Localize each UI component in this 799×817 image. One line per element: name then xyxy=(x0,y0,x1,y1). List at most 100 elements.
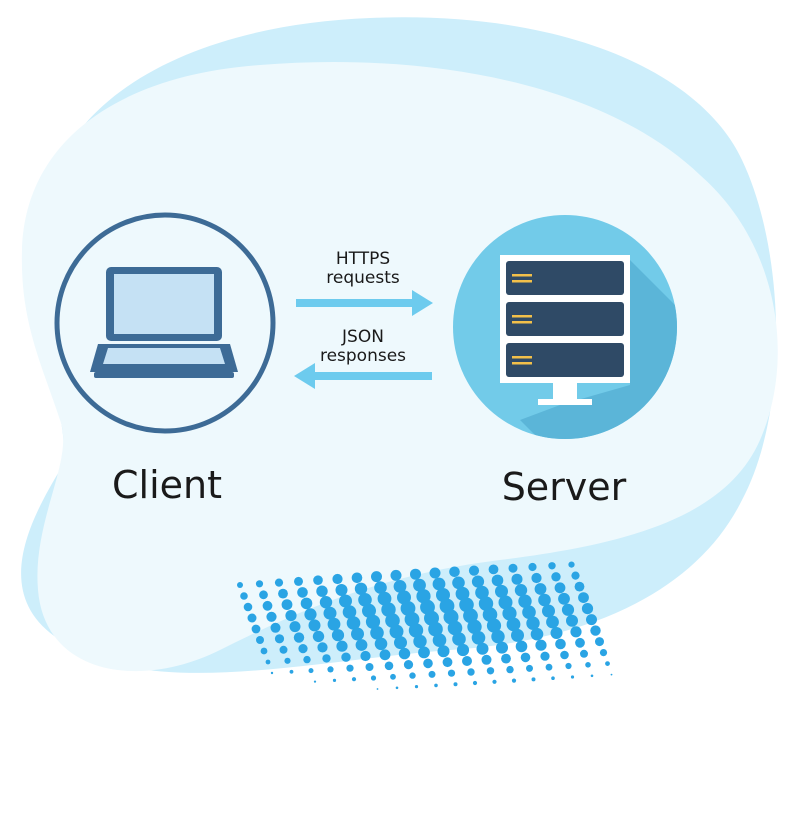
halftone-dot xyxy=(492,679,497,684)
halftone-dot xyxy=(452,632,466,646)
halftone-dot xyxy=(393,580,407,593)
halftone-dot xyxy=(308,619,321,632)
halftone-dot xyxy=(498,595,513,610)
halftone-dot xyxy=(370,626,384,640)
halftone-dot xyxy=(511,678,517,683)
halftone-dot xyxy=(447,620,463,636)
halftone-dot xyxy=(530,627,544,641)
halftone-dot xyxy=(313,680,317,683)
halftone-dot xyxy=(262,600,273,611)
halftone-dot xyxy=(413,578,426,592)
halftone-dot xyxy=(501,653,511,664)
halftone-dot xyxy=(289,621,301,633)
halftone-dot xyxy=(437,645,450,658)
halftone-dot xyxy=(555,638,566,650)
halftone-dot xyxy=(371,571,382,583)
halftone-dot xyxy=(586,614,597,626)
halftone-dot xyxy=(546,615,559,629)
response-label-line2: responses xyxy=(320,346,406,366)
halftone-dot xyxy=(339,594,352,608)
halftone-dot xyxy=(255,580,264,588)
halftone-dot xyxy=(332,678,337,683)
client-label: Client xyxy=(112,463,222,507)
halftone-dot xyxy=(355,639,368,651)
halftone-dot xyxy=(496,641,508,654)
halftone-dot xyxy=(432,577,446,591)
halftone-dot xyxy=(436,588,450,602)
halftone-dot xyxy=(354,582,368,595)
halftone-dot xyxy=(390,673,396,680)
halftone-dot xyxy=(560,650,569,660)
halftone-dot xyxy=(502,606,517,621)
halftone-dot xyxy=(294,576,303,586)
halftone-dot xyxy=(240,592,248,600)
halftone-dot xyxy=(488,564,499,575)
background-blob xyxy=(21,17,778,673)
halftone-dot xyxy=(506,617,521,632)
halftone-dot xyxy=(551,676,555,680)
halftone-dot xyxy=(376,688,379,690)
halftone-dot xyxy=(278,588,288,599)
request-label-line1: HTTPS xyxy=(336,249,390,269)
halftone-dot xyxy=(506,665,514,674)
halftone-dot xyxy=(322,654,331,663)
halftone-dot xyxy=(566,614,578,627)
halftone-dot xyxy=(545,663,553,671)
halftone-dot xyxy=(447,669,456,677)
halftone-dot xyxy=(511,573,523,585)
halftone-dot xyxy=(491,574,504,587)
halftone-dot xyxy=(581,603,594,615)
halftone-dot xyxy=(428,621,443,637)
halftone-dot xyxy=(395,686,399,690)
halftone-dot xyxy=(308,668,314,674)
halftone-dot xyxy=(336,640,348,652)
halftone-dot xyxy=(531,677,536,682)
halftone-dot xyxy=(475,585,489,600)
halftone-dot xyxy=(304,608,317,621)
halftone-dot xyxy=(346,616,361,630)
halftone-dot xyxy=(416,589,431,604)
halftone-dot xyxy=(237,582,243,588)
halftone-dot xyxy=(389,624,404,639)
halftone-dot xyxy=(298,644,308,654)
halftone-dot xyxy=(360,650,371,662)
halftone-dot xyxy=(558,592,570,605)
halftone-dot xyxy=(274,634,285,644)
halftone-dot xyxy=(452,576,465,590)
halftone-dot xyxy=(486,618,502,633)
halftone-dot xyxy=(554,582,566,594)
halftone-dot xyxy=(403,660,414,670)
halftone-dot xyxy=(518,594,532,608)
halftone-dot xyxy=(323,606,337,620)
halftone-dot xyxy=(561,603,575,616)
halftone-dot xyxy=(429,567,441,579)
halftone-dot xyxy=(442,657,453,668)
halftone-dot xyxy=(571,571,580,580)
halftone-dot xyxy=(281,599,293,610)
halftone-dot xyxy=(528,562,537,572)
halftone-dot xyxy=(284,657,291,664)
halftone-dot xyxy=(303,655,311,664)
halftone-dot xyxy=(434,683,438,688)
halftone-dot xyxy=(476,642,489,655)
halftone-dot xyxy=(449,566,460,578)
halftone-dot xyxy=(346,664,354,672)
halftone-dot xyxy=(570,675,575,679)
halftone-dot xyxy=(398,647,411,660)
halftone-dot xyxy=(279,645,288,654)
halftone-dot xyxy=(312,630,325,643)
halftone-dot xyxy=(377,591,392,606)
halftone-dot xyxy=(390,569,402,581)
halftone-dot xyxy=(374,581,387,594)
halftone-dot xyxy=(260,647,268,655)
halftone-dot xyxy=(256,636,264,644)
halftone-dot xyxy=(535,639,547,651)
halftone-dot xyxy=(331,629,345,642)
halftone-dot xyxy=(453,682,458,687)
halftone-dot xyxy=(270,671,274,675)
halftone-dot xyxy=(410,568,421,580)
halftone-dot xyxy=(327,617,341,631)
halftone-dot xyxy=(266,611,277,622)
client-circle xyxy=(54,212,276,434)
halftone-dot xyxy=(274,578,284,587)
